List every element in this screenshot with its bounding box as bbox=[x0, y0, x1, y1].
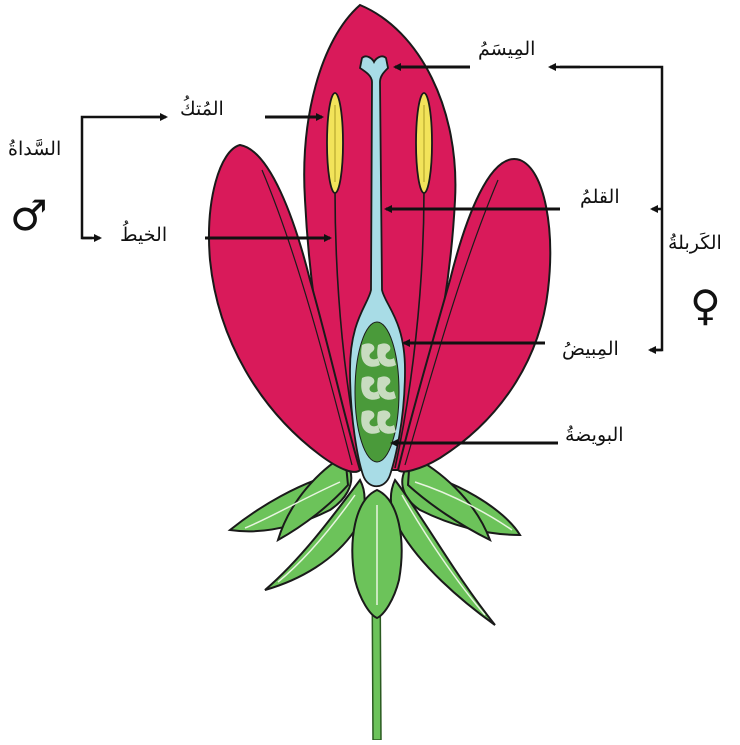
stamen-bracket bbox=[82, 117, 166, 238]
label-stigma: المِيسَمُ bbox=[478, 40, 535, 59]
label-stamen: السَّداةُ bbox=[8, 140, 61, 159]
carpel-bracket bbox=[550, 67, 662, 350]
label-carpel: الكَربلةُ bbox=[668, 234, 722, 253]
label-ovule: البويضةُ bbox=[565, 426, 624, 445]
male-symbol-icon: ♂ bbox=[10, 195, 48, 237]
label-filament: الخيطُ bbox=[120, 226, 167, 245]
label-anther: المُتكُ bbox=[180, 100, 224, 119]
label-style: القلمُ bbox=[580, 188, 620, 207]
label-ovary: المِبيضُ bbox=[562, 340, 619, 359]
female-symbol-icon: ♀ bbox=[690, 285, 721, 327]
